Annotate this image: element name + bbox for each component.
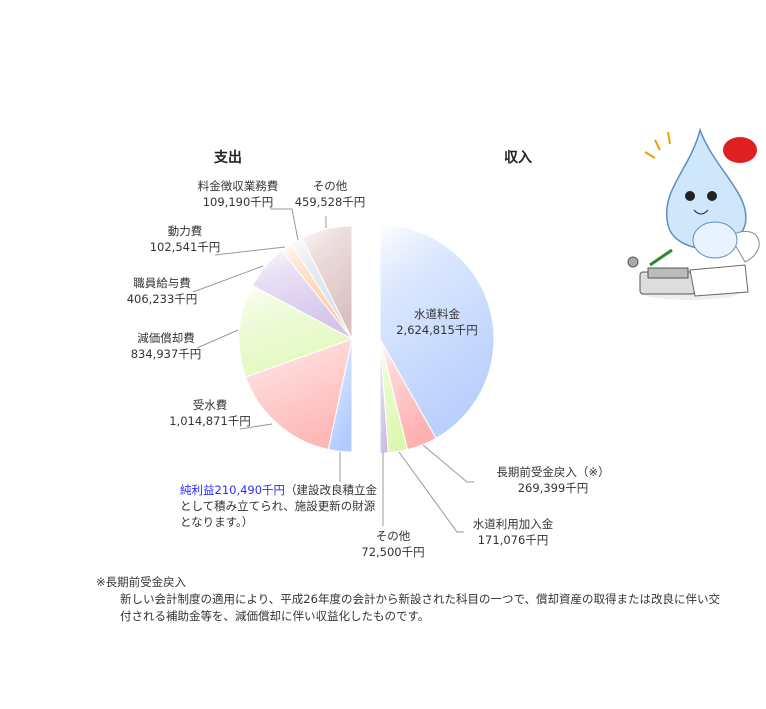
slice-value: 2,624,815千円 xyxy=(396,323,478,337)
slice-value: 834,937千円 xyxy=(130,347,202,361)
label-depreciation: 減価償却費 834,937千円 xyxy=(131,330,202,362)
net-profit-note: （建設改良積立金として積み立てられ、施設更新の財源となります。） xyxy=(180,483,378,529)
label-other-expense: その他 459,528千円 xyxy=(295,178,366,210)
expense-slice-6 xyxy=(327,338,353,453)
slice-name: 水道料金 xyxy=(414,307,460,321)
label-other-income: その他 72,500千円 xyxy=(361,528,424,560)
footnote-title: ※長期前受金戻入 xyxy=(96,575,187,589)
footnote: ※長期前受金戻入 新しい会計制度の適用により、平成26年度の会計から新設された科… xyxy=(96,574,726,625)
footnote-body: 新しい会計制度の適用により、平成26年度の会計から新設された科目の一つで、償却資… xyxy=(120,592,720,623)
leader-line-collection xyxy=(270,208,299,241)
slice-name: 長期前受金戻入（※） xyxy=(496,465,610,479)
slice-value: 459,528千円 xyxy=(294,195,366,209)
slice-value: 406,233千円 xyxy=(126,292,198,306)
leader-line-connection-fee xyxy=(398,451,464,533)
label-water-charges: 水道料金 2,624,815千円 xyxy=(396,306,478,338)
leader-line-depreciation xyxy=(196,329,239,349)
slice-name: 動力費 xyxy=(167,224,203,238)
label-collection: 料金徴収業務費 109,190千円 xyxy=(198,178,279,210)
leader-line-water-purchase xyxy=(239,423,273,430)
slice-name: 職員給与費 xyxy=(133,276,191,290)
expense-slice-4 xyxy=(238,284,354,378)
slice-value: 72,500千円 xyxy=(361,545,425,559)
slice-name: その他 xyxy=(375,529,411,543)
expense-slice-5 xyxy=(244,338,353,451)
label-connection-fee: 水道利用加入金 171,076千円 xyxy=(473,516,554,548)
slice-name: 減価償却費 xyxy=(137,331,195,345)
income-title: 収入 xyxy=(504,150,532,166)
income-slice-0 xyxy=(379,224,495,439)
label-water-purchase: 受水費 1,014,871千円 xyxy=(169,397,251,429)
slice-name: その他 xyxy=(312,179,348,193)
slice-name: 受水費 xyxy=(192,398,228,412)
slice-name: 水道利用加入金 xyxy=(472,517,554,531)
income-slice-3 xyxy=(379,338,389,454)
leader-line-long-term xyxy=(422,444,474,483)
slice-value: 269,399千円 xyxy=(517,481,589,495)
label-long-term: 長期前受金戻入（※） 269,399千円 xyxy=(496,464,609,496)
slice-value: 171,076千円 xyxy=(477,533,549,547)
label-salary: 職員給与費 406,233千円 xyxy=(127,275,198,307)
slice-name: 料金徴収業務費 xyxy=(197,179,279,193)
label-power: 動力費 102,541千円 xyxy=(150,223,221,255)
slice-value: 102,541千円 xyxy=(149,240,221,254)
net-profit-highlight: 純利益210,490千円 xyxy=(180,483,286,497)
slice-value: 1,014,871千円 xyxy=(169,414,251,428)
leader-line-salary xyxy=(192,265,264,293)
leader-line-power xyxy=(214,246,286,256)
slice-value: 109,190千円 xyxy=(202,195,274,209)
water-drop-mascot-illustration xyxy=(627,127,760,300)
expense-title: 支出 xyxy=(214,150,242,166)
label-net-profit: 純利益210,490千円（建設改良積立金として積み立てられ、施設更新の財源となり… xyxy=(180,482,380,530)
